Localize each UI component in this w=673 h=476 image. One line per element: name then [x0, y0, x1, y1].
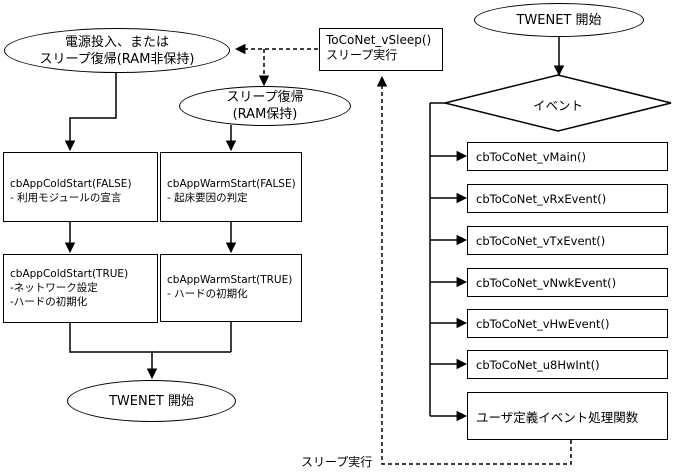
- twenet-start-oval-left: TWENET 開始: [67, 380, 236, 422]
- warm-start-false-box: cbAppWarmStart(FALSE)- 起床要因の判定: [160, 152, 302, 222]
- sleep-wake-ram-oval: スリープ復帰(RAM保持): [179, 86, 351, 126]
- handler-box-user-defined: ユーザ定義イベント処理関数: [467, 392, 668, 440]
- sleep-call-box: ToCoNet_vSleep()スリープ実行: [319, 28, 443, 71]
- handler-box-rx-event: cbToCoNet_vRxEvent(): [467, 184, 668, 213]
- cold-start-false-box: cbAppColdStart(FALSE)- 利用モジュールの宣言: [3, 152, 158, 222]
- handler-box-tx-event: cbToCoNet_vTxEvent(): [467, 226, 668, 255]
- handler-box-hw-event: cbToCoNet_vHwEvent(): [467, 309, 668, 338]
- handler-box-nwk-event: cbToCoNet_vNwkEvent(): [467, 268, 668, 297]
- event-label: イベント: [532, 98, 583, 113]
- sleep-exec-label: スリープ実行: [301, 455, 373, 469]
- warm-start-true-box: cbAppWarmStart(TRUE)- ハードの初期化: [160, 254, 302, 322]
- cold-start-true-box: cbAppColdStart(TRUE)-ネットワーク設定-ハードの初期化: [3, 254, 158, 323]
- twenet-start-oval-right: TWENET 開始: [474, 3, 644, 37]
- event-decision-diamond: [444, 74, 672, 132]
- handler-box-main: cbToCoNet_vMain(): [467, 142, 668, 171]
- handler-box-hw-int: cbToCoNet_u8HwInt(): [467, 350, 668, 379]
- power-on-oval: 電源投入、またはスリープ復帰(RAM非保持): [4, 28, 230, 73]
